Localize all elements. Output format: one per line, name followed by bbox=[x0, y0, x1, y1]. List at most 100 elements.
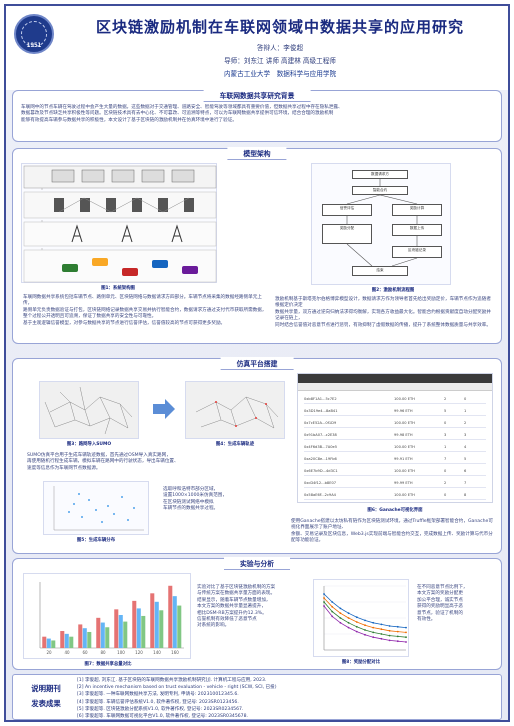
ganache-cell: 0 bbox=[444, 421, 447, 425]
bar bbox=[118, 615, 123, 648]
model-section-title: 模型架构 bbox=[227, 147, 287, 160]
results-right-line: 加公平合理，诚实节点 bbox=[417, 597, 463, 603]
simulation-section-title: 仿真平台搭建 bbox=[220, 357, 294, 370]
bar bbox=[136, 608, 141, 648]
references-list: [1] 李俊超, 刘东江. 基于区块链的车联网数据共享激励机制研究[J]. 计算… bbox=[77, 677, 497, 720]
sim-para2-line: 在区块链测试网络中模拟 bbox=[163, 499, 214, 505]
reference-item: [3] 李俊超等. 一种车联网数据共享方法, 发明专利, 申请号: 202310… bbox=[77, 692, 239, 698]
data-point bbox=[331, 605, 334, 608]
ganache-toolbar bbox=[298, 383, 492, 391]
ganache-cell: 1 bbox=[444, 445, 447, 449]
data-point bbox=[355, 621, 358, 623]
data-point bbox=[388, 625, 391, 627]
ganache-cell: 0 bbox=[444, 493, 447, 497]
model-right-line: 数据共享量，双方通过逆向归纳法求得均衡解，实现各方收益最大化。智能合约根据贡献度… bbox=[275, 309, 491, 322]
flow-node: 智能合约 bbox=[352, 186, 408, 195]
results-mid-line: 实验对比了基于区块链激励机制的方案 bbox=[197, 585, 276, 590]
results-mid-line: 相比DSM-RB方案提升约12.3%。 bbox=[197, 610, 267, 616]
sim-para2-line: 车辆节点的数据共享过程。 bbox=[163, 506, 219, 512]
ganache-cell: 99.91 ETH bbox=[394, 457, 413, 461]
sim-para3-line: 余额、交易记录及区块信息，Web3.js实现前端与智能合约交互，完成数据上传、奖… bbox=[291, 531, 493, 544]
ganache-cell: 100.00 ETH bbox=[394, 421, 415, 425]
data-point bbox=[405, 636, 407, 639]
model-left-line: 路侧单元负责数据验证与打包，区块链网络记录数据共享交易并执行智能合约，数据请求方… bbox=[23, 307, 267, 313]
ganache-cell: 0xcD4f12...b8E07 bbox=[304, 481, 337, 485]
reference-item: [1] 李俊超, 刘东江. 基于区块链的车联网数据共享激励机制研究[J]. 计算… bbox=[77, 678, 267, 683]
references-label-line: 说明期刊 bbox=[31, 684, 61, 693]
bar bbox=[87, 631, 92, 648]
results-right-line: 在不同恶意节点比例下， bbox=[417, 585, 468, 590]
flow-node: 奖励计算 bbox=[392, 204, 442, 216]
line-chart-figure bbox=[313, 579, 409, 657]
ganache-cell: 5 bbox=[464, 457, 467, 461]
ganache-cell: 0x6E7b9D...4d3C1 bbox=[304, 469, 338, 473]
flow-node: 区块链记录 bbox=[392, 246, 442, 258]
references-section: 说明期刊 发表成果 [1] 李俊超, 刘东江. 基于区块链的车联网数据共享激励机… bbox=[12, 674, 502, 720]
architecture-diagram bbox=[23, 165, 217, 283]
bar bbox=[46, 638, 51, 648]
data-point bbox=[323, 593, 325, 595]
ganache-cell: 0x91bA07...c2E38 bbox=[304, 433, 337, 437]
ganache-cell: 0x58aE6F...2c9A4 bbox=[304, 493, 336, 497]
data-point bbox=[364, 624, 366, 627]
flow-node: 数据上传 bbox=[392, 224, 442, 236]
data-point bbox=[355, 625, 358, 628]
architecture-figure bbox=[21, 163, 217, 283]
x-tick-label: 140 bbox=[153, 650, 161, 655]
data-point bbox=[364, 629, 366, 631]
data-point bbox=[388, 634, 391, 637]
sumo-road-network-figure bbox=[39, 381, 139, 439]
data-point bbox=[372, 631, 375, 634]
bar bbox=[42, 636, 47, 648]
data-point bbox=[339, 612, 342, 615]
data-point bbox=[380, 623, 383, 626]
simulation-section: 仿真平台搭建 图3：路网导入SUMO 图4：生成车辆 bbox=[12, 357, 502, 554]
ganache-cell: 99.99 ETH bbox=[394, 481, 413, 485]
advisor-line: 导师：刘东江 讲师 高建林 高级工程师 bbox=[224, 57, 336, 65]
x-tick-label: 80 bbox=[100, 650, 106, 655]
bar bbox=[78, 624, 83, 648]
x-tick-label: 40 bbox=[64, 650, 70, 655]
bar bbox=[168, 585, 173, 648]
series-line bbox=[323, 605, 407, 643]
data-point bbox=[355, 630, 358, 633]
x-tick-label: 100 bbox=[117, 650, 125, 655]
data-point bbox=[405, 631, 407, 634]
data-point bbox=[405, 641, 407, 643]
model-left-line: 基于主观逻辑信誉模型，对参与数据共享的节点进行信誉评估，信誉值较高的节点可获得更… bbox=[23, 320, 226, 326]
background-line: 车联网中的节点车辆在驾驶过程中会产生大量的数据，这些数据对于交通管理、道路安全、… bbox=[21, 105, 343, 110]
bar bbox=[105, 627, 110, 648]
ganache-cell: 0xb8F1A1...5c7E2 bbox=[304, 397, 337, 401]
background-line: 能够有效提高车辆参与数据共享的积极性，本文设计了基于区块链的激励机制并在仿真环境… bbox=[21, 117, 237, 123]
data-point bbox=[396, 635, 399, 638]
results-right-line: 获得的奖励明显高于恶 bbox=[417, 604, 463, 610]
results-mid-line: 对系统的影响。 bbox=[197, 623, 230, 629]
distribution-caption: 图5：生成车辆分布 bbox=[76, 538, 116, 543]
results-mid-line: 结果显示，随着车辆节点数量增加， bbox=[197, 597, 271, 603]
reference-item: [5] 李俊超等. 区块链激励分配系统V1.0, 软件著作权, 登记号: 202… bbox=[77, 706, 244, 712]
data-point bbox=[372, 626, 375, 629]
data-point bbox=[347, 612, 350, 615]
data-point bbox=[331, 601, 334, 603]
bar bbox=[172, 596, 177, 648]
student-line: 答辩人：李俊超 bbox=[256, 44, 304, 52]
data-point bbox=[396, 640, 399, 643]
ganache-cell: 2 bbox=[444, 481, 447, 485]
flow-node: 奖励分配 bbox=[322, 224, 372, 244]
bar bbox=[60, 631, 65, 648]
ganache-cell: 2 bbox=[444, 397, 447, 401]
model-right-line: 激励机制基于斯塔克尔伯格博弈模型设计，数据请求方作为领导者首先给出奖励定价，车辆… bbox=[275, 297, 491, 309]
reference-item: [4] 李俊超等. 车辆信誉评估系统V1.0, 软件著作权, 登记号: 2023… bbox=[77, 699, 239, 705]
data-point bbox=[364, 633, 366, 636]
affiliation-line: 内蒙古工业大学 数据科学与应用学院 bbox=[223, 70, 337, 78]
ganache-cell: 0x7cE52A...0f1D9 bbox=[304, 421, 337, 425]
results-mid-line: 与传统方案在数据共享量方面的表现。 bbox=[197, 591, 276, 597]
data-point bbox=[339, 621, 342, 624]
